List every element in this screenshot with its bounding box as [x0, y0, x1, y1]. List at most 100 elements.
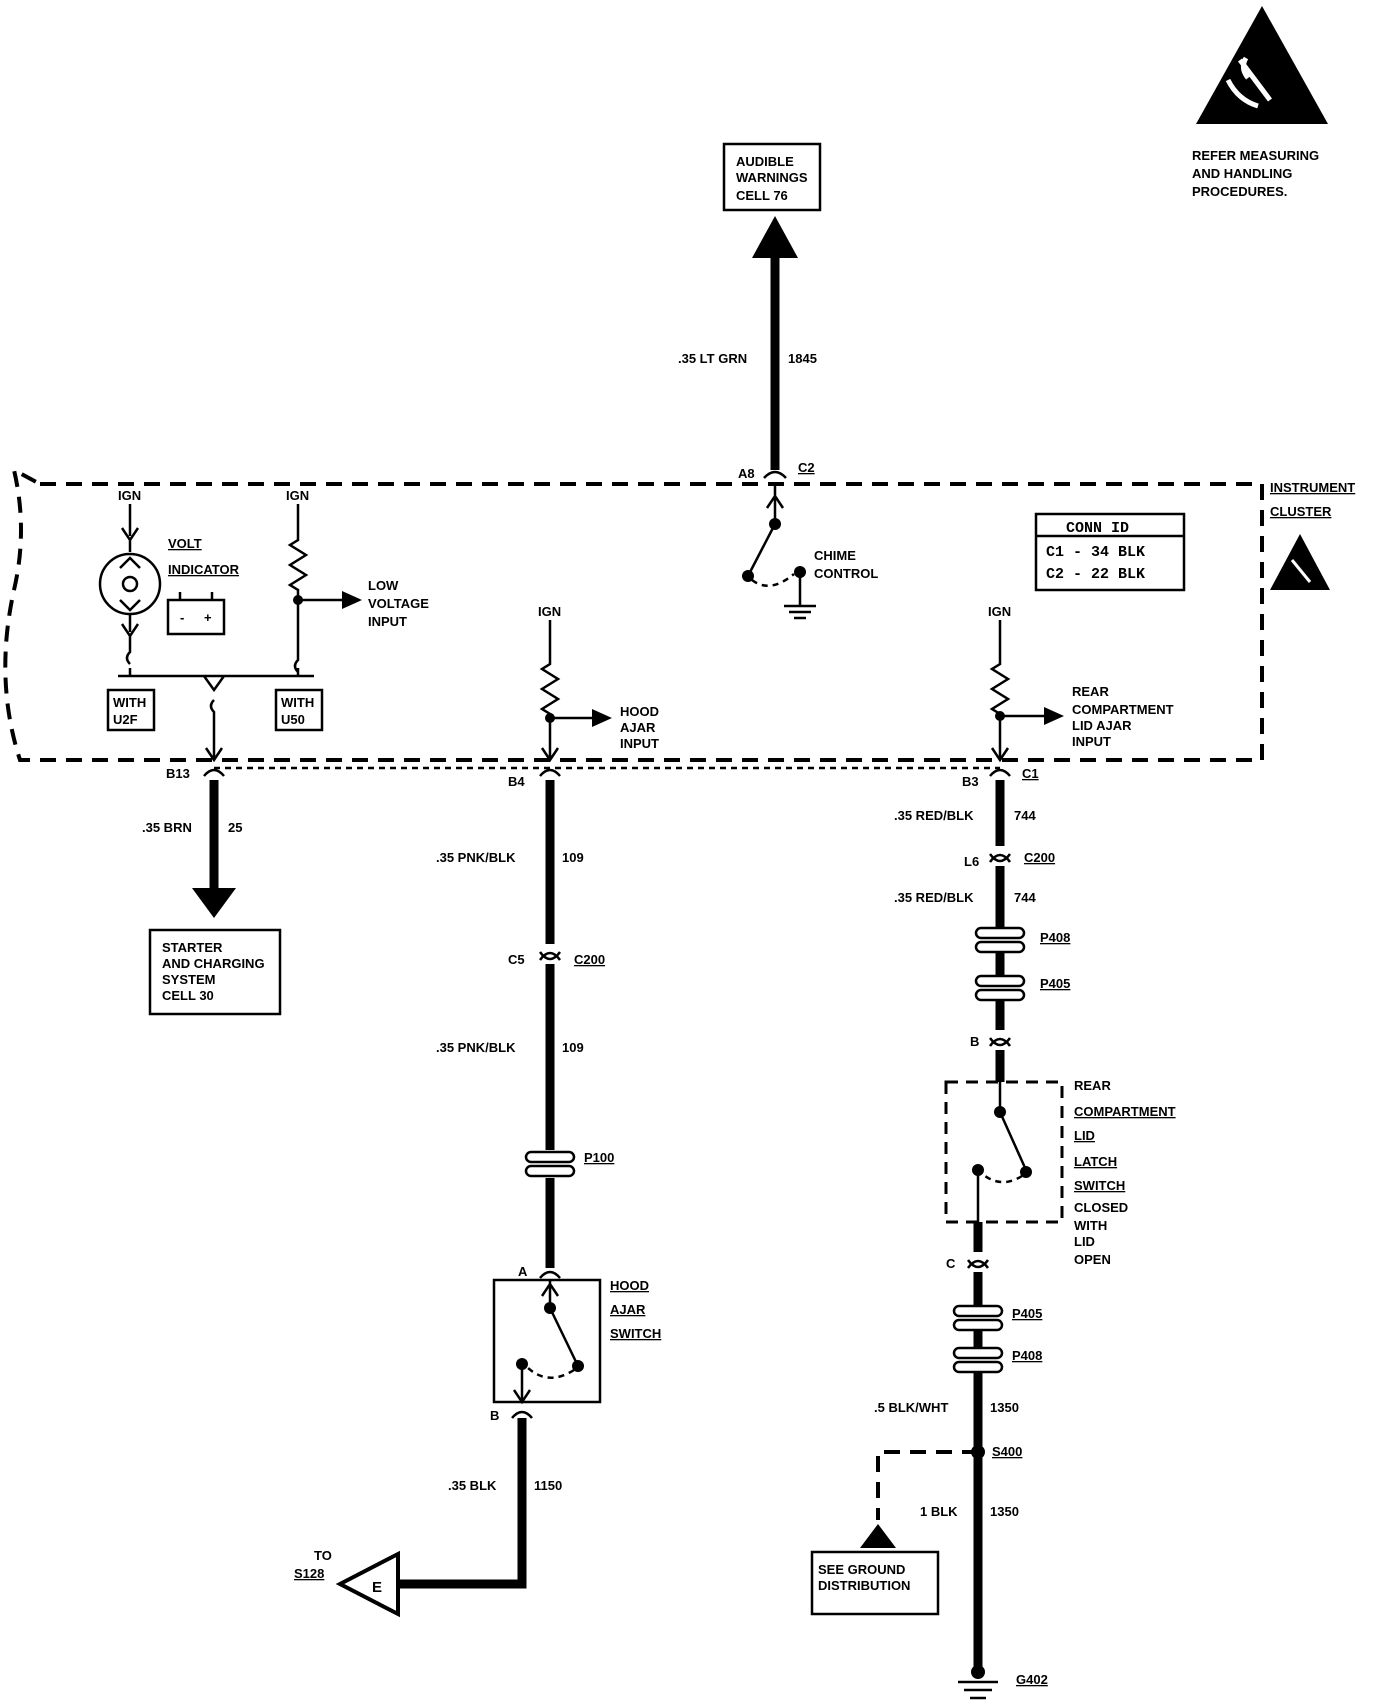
to-s128-line1: TO [314, 1548, 332, 1563]
conn-id-c1: C1 - 34 BLK [1046, 544, 1145, 561]
connector-b-rear [988, 1037, 1012, 1047]
rear-input-arrow [1044, 707, 1064, 725]
volt-feed [120, 504, 140, 552]
hood-input-line3: INPUT [620, 736, 659, 751]
connector-b-hood [511, 1410, 533, 1419]
wire-1150 [398, 1418, 527, 1589]
ign-hood: IGN [538, 604, 561, 619]
splice-p100 [524, 1150, 576, 1178]
lowvolt-resistor [287, 504, 309, 673]
connector-a-hood [539, 1270, 561, 1279]
rear-switch-line9: OPEN [1074, 1252, 1111, 1267]
rear-input-line3: LID AJAR [1072, 718, 1132, 733]
chime-input [765, 486, 785, 524]
instrument-cluster-outline [3, 466, 1264, 762]
module-name-line2: CLUSTER [1270, 504, 1332, 519]
ground-distribution-box [810, 1550, 940, 1616]
splice-p408-upper [974, 926, 1026, 954]
ground-box-line2: DISTRIBUTION [818, 1578, 910, 1593]
conn-id-c2: C2 - 22 BLK [1046, 566, 1145, 583]
starter-line1: STARTER [162, 940, 223, 955]
pin-c1: C1 [1022, 766, 1039, 781]
pin-b-hood: B [490, 1408, 499, 1423]
pin-p405-lower: P405 [1012, 1306, 1042, 1321]
rear-switch-line2: COMPARTMENT [1074, 1104, 1176, 1119]
low-voltage-line1: LOW [368, 578, 399, 593]
rear-switch-line3: LID [1074, 1128, 1095, 1143]
option-u2f-line1: WITH [113, 695, 146, 710]
hood-switch-out [512, 1364, 532, 1405]
pin-g402: G402 [1016, 1672, 1048, 1687]
starter-line2: AND CHARGING [162, 956, 265, 971]
volt-gauge-circle [98, 552, 162, 616]
wire-109b-gauge: .35 PNK/BLK [436, 1040, 516, 1055]
offpage-e-letter: E [372, 1579, 382, 1596]
audible-line1: AUDIBLE [736, 154, 794, 169]
pin-b3: B3 [962, 774, 979, 789]
arrow-up-audible [752, 216, 798, 258]
rear-input-line1: REAR [1072, 684, 1109, 699]
wire-25-circuit: 25 [228, 820, 242, 835]
pin-a-hood: A [518, 1264, 528, 1279]
to-s128-line2: S128 [294, 1566, 324, 1581]
pin-p100: P100 [584, 1150, 614, 1165]
rear-switch-line5: SWITCH [1074, 1178, 1125, 1193]
module-name-line1: INSTRUMENT [1270, 480, 1355, 495]
wire-109b-circuit: 109 [562, 1040, 584, 1055]
option-u2f-line2: U2F [113, 712, 138, 727]
option-u2f-box [106, 688, 156, 732]
hood-resistor [539, 620, 561, 763]
pin-c5: C5 [508, 952, 525, 967]
splice-p408-lower [952, 1346, 1004, 1374]
chime-switch-blade [746, 523, 777, 577]
wire-1350b-circuit: 1350 [990, 1504, 1019, 1519]
volt-indicator-line1: VOLT [168, 536, 202, 551]
option-u50-box [274, 688, 324, 732]
hood-switch-blade [548, 1307, 580, 1367]
rear-switch-arc [979, 1171, 1023, 1184]
lowvolt-arrow [342, 591, 362, 609]
connector-c-rear [966, 1259, 990, 1269]
connector-b3 [989, 768, 1011, 777]
svg-text:+: + [204, 610, 212, 625]
wire-1350a-gauge: .5 BLK/WHT [874, 1400, 948, 1415]
hood-switch-box [492, 1278, 602, 1404]
wire-109a-circuit: 109 [562, 850, 584, 865]
hood-switch-line3: SWITCH [610, 1326, 661, 1341]
wire-744a-gauge: .35 RED/BLK [894, 808, 974, 823]
hood-switch-line2: AJAR [610, 1302, 646, 1317]
ground-g402-node [971, 1665, 985, 1679]
hood-switch-arc [523, 1363, 575, 1379]
option-u50-line1: WITH [281, 695, 314, 710]
connector-a8 [763, 470, 787, 479]
esd-notice-line1: REFER MEASURING [1192, 148, 1319, 163]
starter-line3: SYSTEM [162, 972, 215, 987]
pin-a8: A8 [738, 466, 755, 481]
wire-1845-circuit: 1845 [788, 351, 817, 366]
pin-b13: B13 [166, 766, 190, 781]
conn-id-box [1034, 512, 1186, 592]
rear-resistor [989, 620, 1011, 763]
wire-744a-circuit: 744 [1014, 808, 1036, 823]
connector-b13 [203, 768, 225, 777]
rear-switch-line1: REAR [1074, 1078, 1111, 1093]
pin-c2: C2 [798, 460, 815, 475]
chime-ground [784, 572, 816, 620]
esd-warning-icon [1196, 6, 1328, 124]
rear-switch-box [944, 1080, 1064, 1224]
ign-rear: IGN [988, 604, 1011, 619]
pin-b-rear: B [970, 1034, 979, 1049]
hood-input-line1: HOOD [620, 704, 659, 719]
conn-id-title: CONN ID [1066, 520, 1129, 537]
chime-left-contact [742, 570, 754, 582]
battery-icon: - + [166, 592, 226, 636]
wire-s400-to-ground-dist [876, 1450, 978, 1520]
chime-line1: CHIME [814, 548, 856, 563]
pin-p405-upper: P405 [1040, 976, 1070, 991]
volt-gauge-arrows [119, 556, 141, 612]
audible-line3: CELL 76 [736, 188, 788, 203]
hood-switch-line1: HOOD [610, 1278, 649, 1293]
offpage-e-arrow [335, 1550, 400, 1618]
pin-p408-lower: P408 [1012, 1348, 1042, 1363]
